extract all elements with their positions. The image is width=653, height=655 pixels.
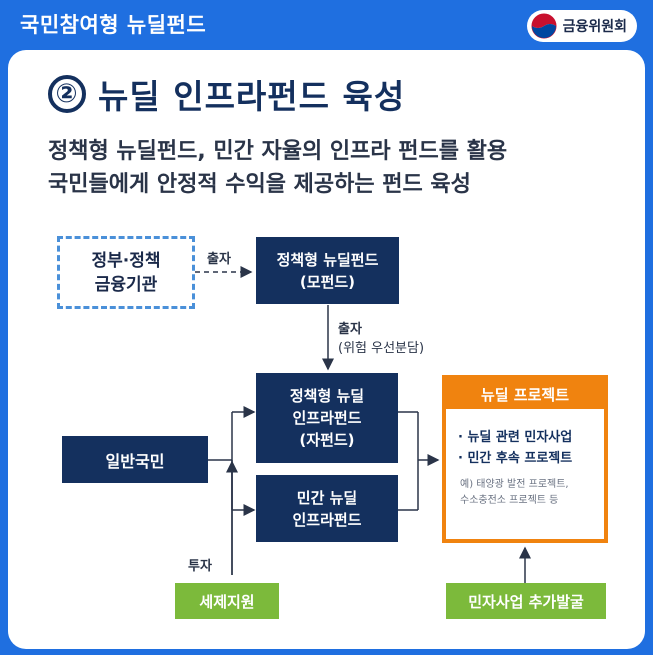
- private-fund-line: 민간 뉴딜: [296, 488, 358, 507]
- gov-line: 금융기관: [94, 274, 158, 295]
- public-box: 일반국민: [62, 436, 208, 483]
- mother-fund-line: 정책형 뉴딜펀드: [276, 250, 379, 269]
- subtitle-line: 정책형 뉴딜펀드, 민간 자율의 인프라 펀드를 활용: [48, 139, 508, 164]
- content-card: [8, 50, 645, 649]
- project-box: 뉴딜 프로젝트 · 뉴딜 관련 민자사업 · 민간 후속 프로젝트 예) 태양광…: [442, 375, 608, 543]
- page-title: ② 뉴딜 인프라펀드 육성: [48, 70, 405, 118]
- invest-public-label: 투자: [188, 559, 212, 574]
- invest2-sub: (위험 우선분담): [338, 341, 425, 356]
- header-title: 국민참여형 뉴딜펀드: [20, 13, 207, 37]
- child-fund-line: 정책형 뉴딜: [289, 387, 365, 405]
- child-fund-line: (자펀드): [299, 431, 355, 449]
- org-badge: 금융위원회: [526, 10, 637, 42]
- title-number: ②: [48, 75, 86, 113]
- child-fund-box: 정책형 뉴딜 인프라펀드 (자펀드): [256, 373, 398, 463]
- public-label: 일반국민: [105, 451, 165, 471]
- private-fund-line: 인프라펀드: [292, 510, 362, 529]
- tax-support-label: 세제지원: [199, 592, 255, 611]
- project-item: · 뉴딜 관련 민자사업: [458, 430, 573, 445]
- project-title: 뉴딜 프로젝트: [446, 379, 604, 409]
- discover-box: 민자사업 추가발굴: [446, 583, 606, 619]
- subtitle-line: 국민들에게 안정적 수익을 제공하는 펀드 육성: [48, 172, 471, 197]
- tax-support-box: 세제지원: [175, 583, 279, 619]
- project-item: · 민간 후속 프로젝트: [458, 451, 573, 466]
- discover-label: 민자사업 추가발굴: [468, 592, 584, 611]
- subtitle: 정책형 뉴딜펀드, 민간 자율의 인프라 펀드를 활용 국민들에게 안정적 수익…: [48, 135, 507, 201]
- mother-fund-box: 정책형 뉴딜펀드 (모펀드): [256, 237, 399, 304]
- child-fund-line: 인프라펀드: [292, 409, 362, 427]
- project-example: 수소충전소 프로젝트 등: [460, 495, 559, 506]
- gov-line: 정부·정책: [91, 250, 161, 271]
- invest-label: 출자: [207, 252, 231, 267]
- title-text: 뉴딜 인프라펀드 육성: [98, 77, 406, 116]
- org-name: 금융위원회: [562, 19, 627, 35]
- project-example: 예) 태양광 발전 프로젝트,: [460, 479, 569, 490]
- mother-fund-line: (모펀드): [299, 272, 356, 291]
- invest2-label: 출자: [338, 322, 362, 337]
- gov-box: 정부·정책 금융기관: [57, 236, 195, 309]
- private-fund-box: 민간 뉴딜 인프라펀드: [256, 475, 398, 542]
- government-emblem-icon: [531, 13, 557, 39]
